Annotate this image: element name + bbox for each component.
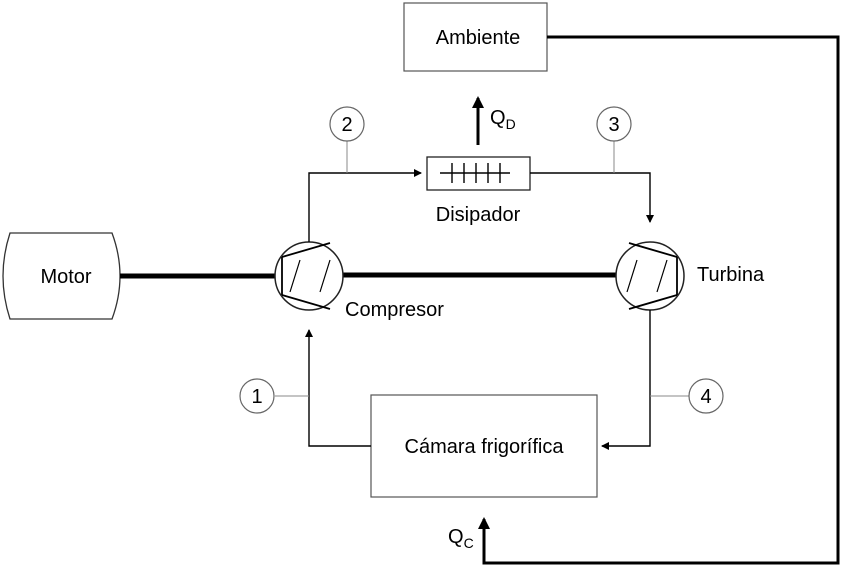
compressor-symbol	[274, 241, 344, 311]
qd-label: QD	[490, 107, 516, 132]
turbine-symbol	[615, 241, 685, 311]
disipador-symbol	[426, 156, 531, 191]
flow-4	[601, 310, 651, 450]
state-point-4: 4	[650, 378, 724, 414]
motor-label: Motor	[40, 266, 91, 288]
svg-text:3: 3	[608, 114, 619, 136]
flow-2	[308, 169, 422, 242]
ambiente-label: Ambiente	[436, 27, 521, 49]
compresor-label: Compresor	[345, 299, 444, 321]
ambient-to-chamber-heat-line	[478, 35, 840, 565]
motor-block: Motor	[2, 232, 121, 320]
camara-box: Cámara frigorífica	[370, 394, 598, 498]
flow-1	[305, 329, 371, 447]
state-point-1: 1	[239, 378, 309, 414]
svg-text:1: 1	[251, 386, 262, 408]
state-point-2: 2	[329, 106, 365, 173]
ambiente-box: Ambiente	[403, 2, 548, 72]
qc-label: QC	[448, 526, 474, 551]
disipador-label: Disipador	[436, 204, 521, 226]
flow-3	[530, 172, 654, 223]
turbina-label: Turbina	[697, 264, 765, 286]
svg-text:4: 4	[700, 386, 711, 408]
svg-text:2: 2	[341, 114, 352, 136]
camara-label: Cámara frigorífica	[405, 436, 565, 458]
state-point-3: 3	[596, 106, 632, 173]
